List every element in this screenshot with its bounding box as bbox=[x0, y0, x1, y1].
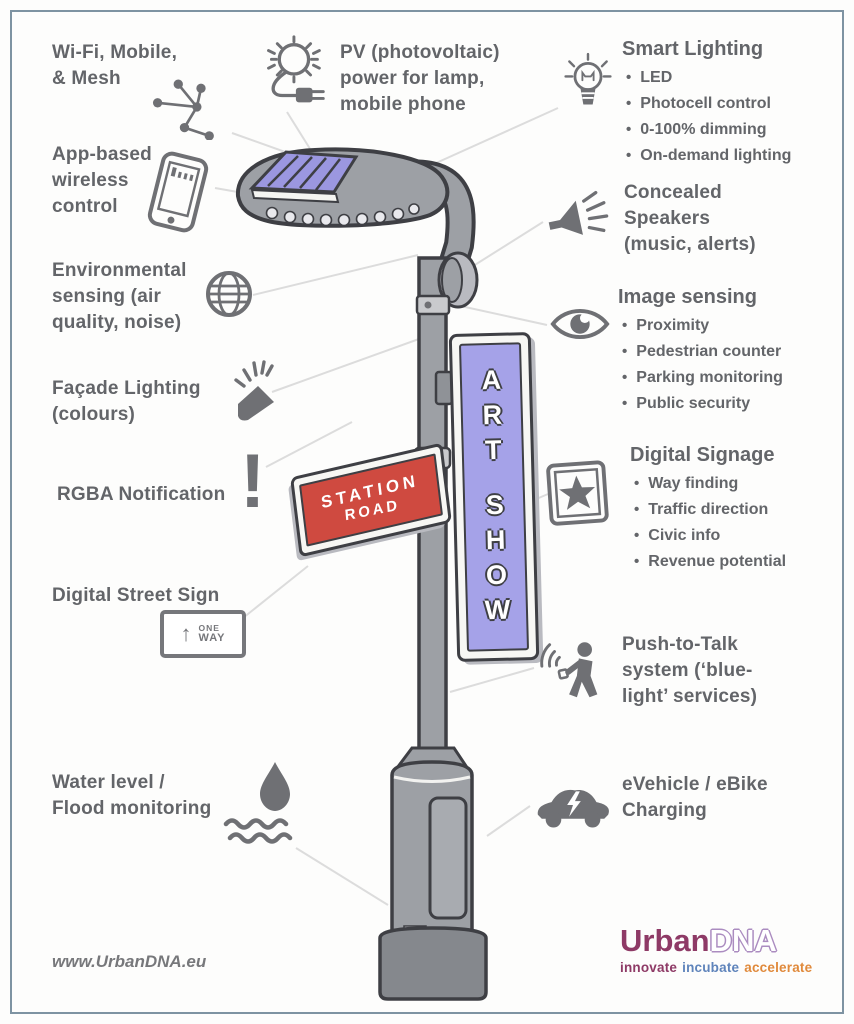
list-item: LED bbox=[626, 65, 791, 91]
feature-digital-signage: Digital Signage Way finding Traffic dire… bbox=[630, 444, 786, 575]
connector-lines bbox=[214, 107, 559, 906]
label-concealed-speakers: Concealed Speakers (music, alerts) bbox=[624, 182, 756, 256]
label-ev-charging: eVehicle / eBike Charging bbox=[622, 774, 768, 822]
art-show-banner: ART SHOW bbox=[451, 335, 537, 659]
smartphone-icon bbox=[147, 151, 209, 233]
label-facade-lighting: Façade Lighting (colours) bbox=[52, 378, 201, 426]
list-item: Parking monitoring bbox=[622, 365, 783, 391]
logo-urban-text: Urban bbox=[620, 923, 710, 958]
list-item: On-demand lighting bbox=[626, 143, 791, 169]
star-signage-icon bbox=[546, 460, 609, 526]
up-arrow-icon: ↑ bbox=[180, 621, 192, 646]
urbandna-logo: UrbanDNA innovate incubate accelerate bbox=[620, 925, 812, 975]
feature-image-sensing: Image sensing Proximity Pedestrian count… bbox=[618, 286, 783, 417]
list-item: Pedestrian counter bbox=[622, 339, 783, 365]
list-item: 0-100% dimming bbox=[626, 117, 791, 143]
led-array bbox=[265, 203, 420, 227]
one-way-line1: ONE bbox=[198, 622, 220, 633]
label-environmental: Environmental sensing (air quality, nois… bbox=[52, 260, 187, 334]
one-way-line2: WAY bbox=[198, 631, 226, 644]
globe-icon bbox=[206, 271, 252, 317]
feature-title: Image sensing bbox=[618, 286, 757, 308]
logo-tagline: innovate incubate accelerate bbox=[620, 960, 812, 975]
feature-list: Way finding Traffic direction Civic info… bbox=[630, 471, 786, 575]
eye-icon bbox=[550, 309, 610, 339]
push-to-talk-icon bbox=[540, 642, 598, 698]
pole-base bbox=[378, 746, 488, 1001]
tagline-innovate: innovate bbox=[620, 960, 678, 975]
feature-smart-lighting: Smart Lighting LED Photocell control 0-1… bbox=[622, 38, 791, 169]
label-push-to-talk: Push-to-Talk system (‘blue- light’ servi… bbox=[622, 634, 758, 708]
list-item: Way finding bbox=[634, 471, 786, 497]
facade-floodlight-icon bbox=[234, 360, 274, 421]
lamp-head bbox=[235, 147, 450, 228]
list-item: Civic info bbox=[634, 523, 786, 549]
feature-title: Smart Lighting bbox=[622, 38, 764, 60]
logo-dna-text: DNA bbox=[709, 923, 777, 958]
tagline-accelerate: accelerate bbox=[744, 960, 813, 975]
banner-word-art: ART bbox=[476, 364, 509, 470]
exclamation-icon: ! bbox=[240, 439, 266, 524]
water-drop-icon bbox=[223, 762, 293, 844]
ev-charging-car-icon bbox=[537, 789, 609, 828]
list-item: Public security bbox=[622, 391, 783, 417]
feature-list: Proximity Pedestrian counter Parking mon… bbox=[618, 313, 783, 417]
charging-door bbox=[428, 796, 468, 920]
solar-panel bbox=[248, 150, 359, 204]
label-rgba-notification: RGBA Notification bbox=[57, 484, 226, 505]
solar-power-icon bbox=[267, 35, 325, 103]
label-wifi-mesh: Wi-Fi, Mobile, & Mesh bbox=[52, 42, 178, 90]
tagline-incubate: incubate bbox=[682, 960, 740, 975]
speaker-icon bbox=[548, 190, 609, 235]
list-item: Traffic direction bbox=[634, 497, 786, 523]
list-item: Revenue potential bbox=[634, 549, 786, 575]
lightbulb-icon bbox=[564, 52, 612, 105]
label-digital-street-sign: Digital Street Sign bbox=[52, 585, 220, 606]
label-water-level: Water level / Flood monitoring bbox=[52, 772, 212, 820]
banner-word-show: SHOW bbox=[479, 489, 513, 630]
list-item: Photocell control bbox=[626, 91, 791, 117]
list-item: Proximity bbox=[622, 313, 783, 339]
mesh-network-icon bbox=[152, 79, 214, 140]
label-app-control: App-based wireless control bbox=[52, 144, 152, 218]
website-url: www.UrbanDNA.eu bbox=[52, 952, 207, 971]
feature-title: Digital Signage bbox=[630, 444, 775, 466]
label-pv-power: PV (photovoltaic) power for lamp, mobile… bbox=[340, 42, 500, 116]
pole-speaker-mount bbox=[415, 251, 479, 316]
feature-list: LED Photocell control 0-100% dimming On-… bbox=[622, 65, 791, 169]
